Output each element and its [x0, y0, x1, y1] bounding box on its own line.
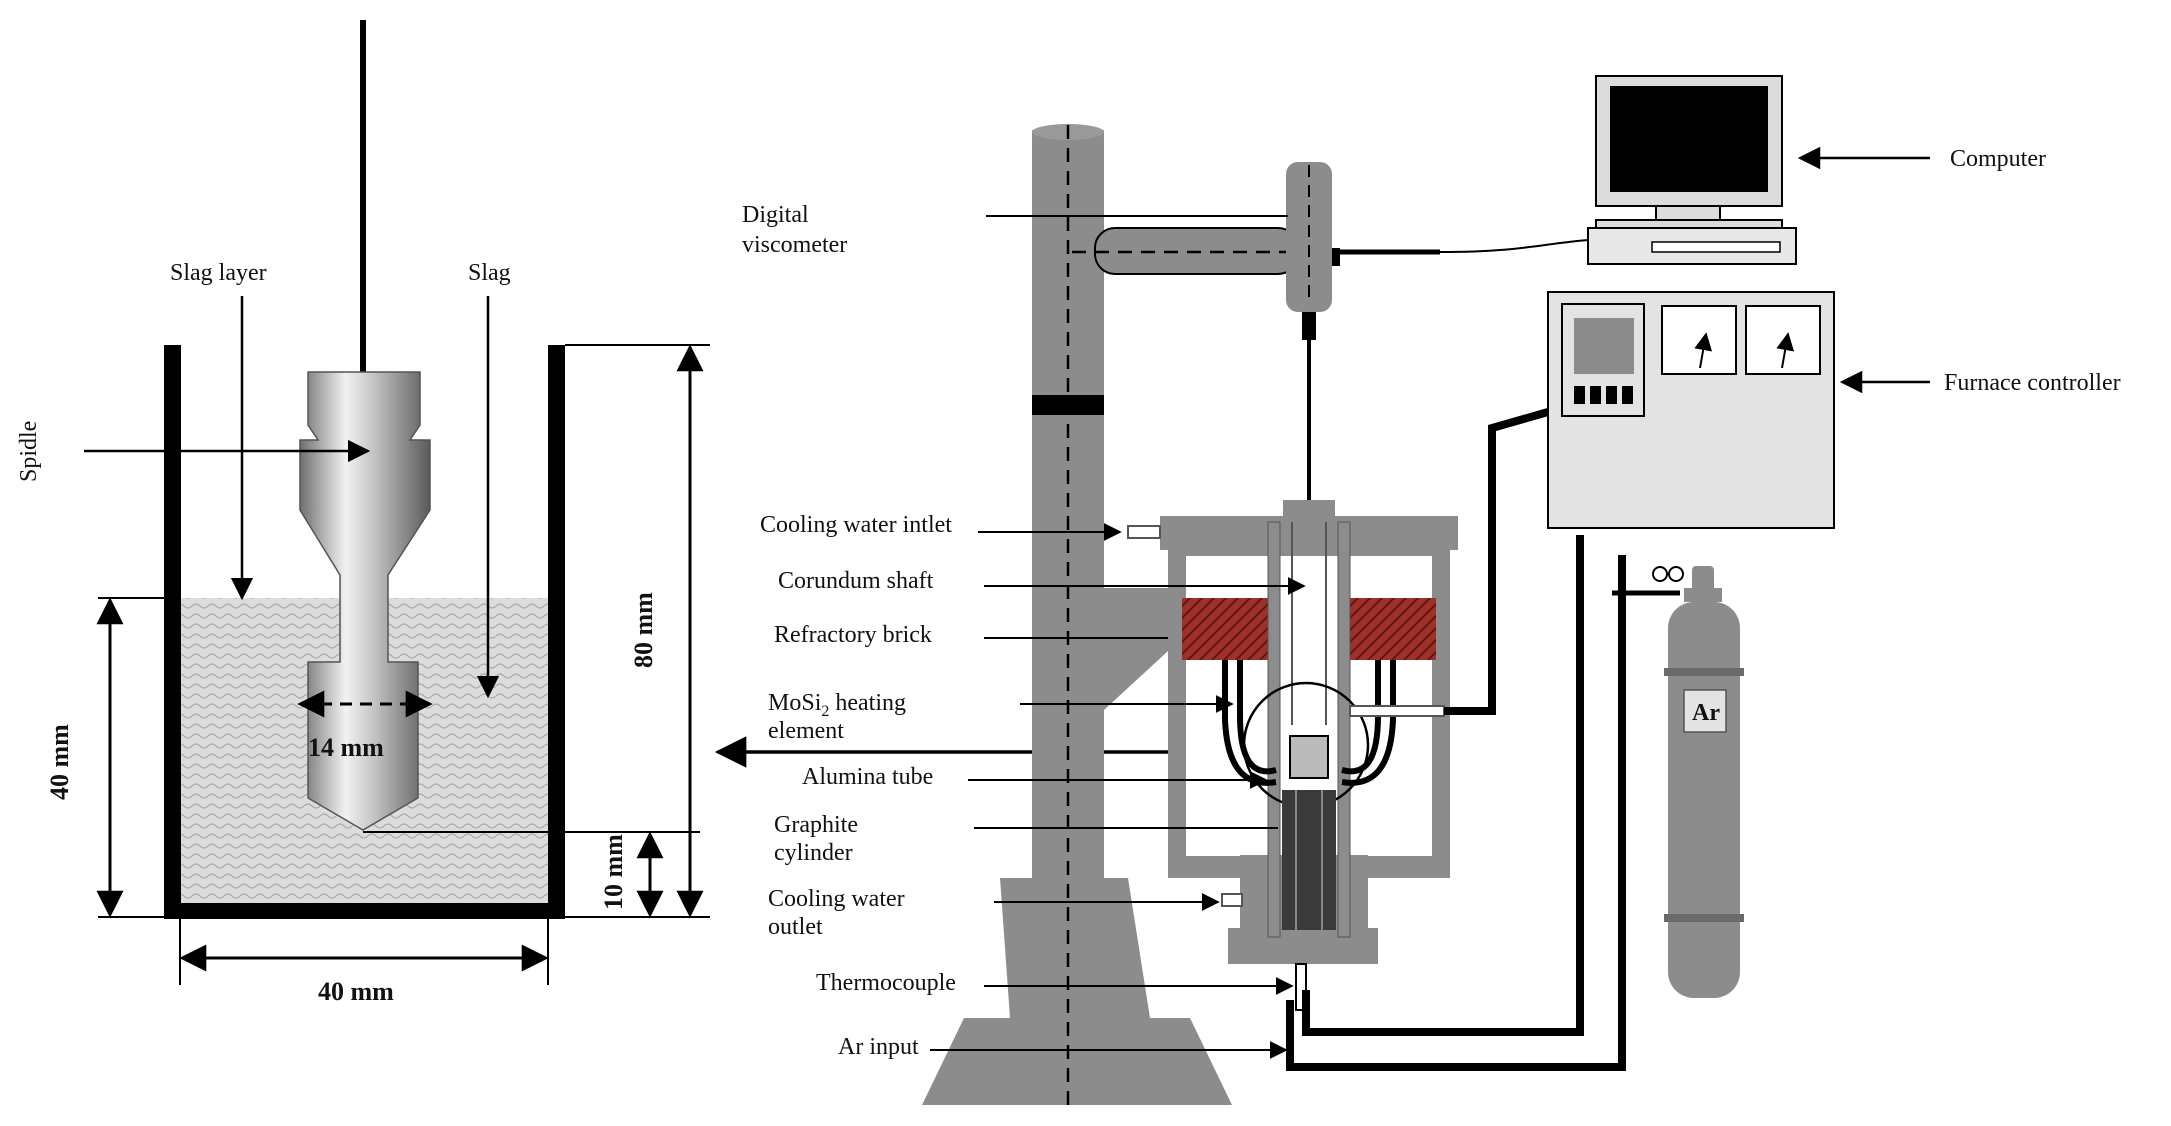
heating-element-left: [1237, 660, 1277, 775]
cylinder-band-2: [1664, 914, 1744, 922]
computer-drive-slot: [1651, 241, 1781, 253]
bob-clearance-label: 10 mm: [599, 834, 628, 910]
graphite-cylinder-label-line1: Graphite: [774, 812, 858, 838]
gauge-1-needle: [1694, 332, 1713, 369]
refractory-brick-right: [1350, 598, 1436, 660]
corundum-shaft-label: Corundum shaft: [778, 568, 934, 594]
cylinder-label-plate: [1683, 689, 1727, 733]
controller-key-3: [1606, 386, 1617, 404]
viscometer-cable-port: [1332, 248, 1340, 266]
cylinder-band-1: [1664, 668, 1744, 676]
refractory-brick-label: Refractory brick: [774, 622, 932, 648]
controller-gauge-1: [1661, 305, 1737, 375]
furnace-controller-label: Furnace controller: [1944, 370, 2121, 396]
ar-input-label: Ar input: [838, 1034, 919, 1060]
slag-depth-label: 40 mm: [45, 724, 74, 800]
heating-element-label-line1: MoSi2 heating: [768, 690, 906, 720]
computer-screen: [1610, 86, 1768, 192]
slag-layer-label: Slag layer: [170, 260, 267, 286]
power-connector: [1349, 705, 1445, 717]
thermocouple-label: Thermocouple: [816, 970, 956, 996]
controller-power-cable: [1444, 408, 1550, 715]
slag-label: Slag: [468, 260, 511, 286]
cylinder-body: [1668, 602, 1740, 998]
cooling-water-inlet-fitting: [1127, 525, 1161, 539]
controller-key-4: [1622, 386, 1633, 404]
apparatus-labels: Digital viscometer Computer Furnace cont…: [742, 146, 2121, 1060]
furnace-support-arm: [1104, 588, 1180, 710]
graphite-cylinder: [1282, 790, 1336, 930]
refractory-brick-left: [1182, 598, 1268, 660]
cylinder-valve: [1692, 566, 1714, 592]
cylinder-neck: [1684, 588, 1722, 602]
heating-element-right: [1341, 660, 1381, 775]
crucible-bottom: [164, 903, 565, 919]
alumina-tube-label: Alumina tube: [802, 764, 933, 790]
cooling-water-outlet-label-line2: outlet: [768, 914, 823, 940]
spindle-label: Spidle: [16, 421, 42, 482]
crucible-right-wall: [548, 345, 565, 917]
computer-stand: [1655, 205, 1721, 221]
graphite-cylinder-label-line2: cylinder: [774, 840, 853, 866]
regulator-gauge-2: [1668, 566, 1684, 582]
crucible-left-wall: [164, 345, 181, 917]
crucible-height-label: 80 mm: [629, 592, 658, 668]
crucible-detail: 14 mm Spidle Slag layer Slag 40 mm 40 mm…: [16, 20, 710, 1006]
computer: [1587, 75, 1797, 265]
ar-input-pipe: [1286, 555, 1626, 1071]
gauge-2-needle: [1776, 332, 1795, 369]
furnace-top-cap: [1283, 500, 1335, 520]
thermocouple-wire: [1302, 535, 1584, 1036]
gas-cylinder-label: Ar: [1692, 700, 1720, 726]
viscometer-apparatus: [922, 124, 1626, 1105]
thermocouple-probe: [1295, 963, 1307, 1011]
computer-cable: [1439, 239, 1589, 253]
cooling-water-outlet-fitting: [1221, 893, 1243, 907]
regulator-gauge-1: [1652, 566, 1668, 582]
viscometer-coupling: [1302, 312, 1316, 340]
heating-element-right-2: [1341, 660, 1396, 786]
argon-gas-cylinder: Ar: [1612, 566, 1744, 998]
stand-base: [922, 878, 1232, 1105]
digital-viscometer-label-line2: viscometer: [742, 232, 847, 258]
furnace-lid: [1160, 516, 1458, 550]
bob-diameter-label: 14 mm: [308, 733, 384, 762]
spindle-rod: [360, 20, 366, 372]
digital-viscometer-label-line1: Digital: [742, 202, 809, 228]
cooling-water-outlet-label-line1: Cooling water: [768, 886, 905, 912]
alumina-tube-right-wall: [1337, 521, 1351, 938]
controller-display: [1574, 318, 1634, 374]
crucible-width-label: 40 mm: [318, 977, 394, 1006]
furnace-base: [1228, 928, 1378, 964]
alumina-tube-left-wall: [1267, 521, 1281, 938]
furnace-controller: [1547, 291, 1835, 529]
furnace-crucible: [1289, 735, 1329, 779]
computer-label: Computer: [1950, 146, 2046, 172]
stand-column: [1032, 130, 1104, 890]
controller-key-1: [1574, 386, 1585, 404]
cooling-water-inlet-label: Cooling water intlet: [760, 512, 952, 538]
heating-element-label-line2: element: [768, 718, 844, 744]
controller-key-2: [1590, 386, 1601, 404]
